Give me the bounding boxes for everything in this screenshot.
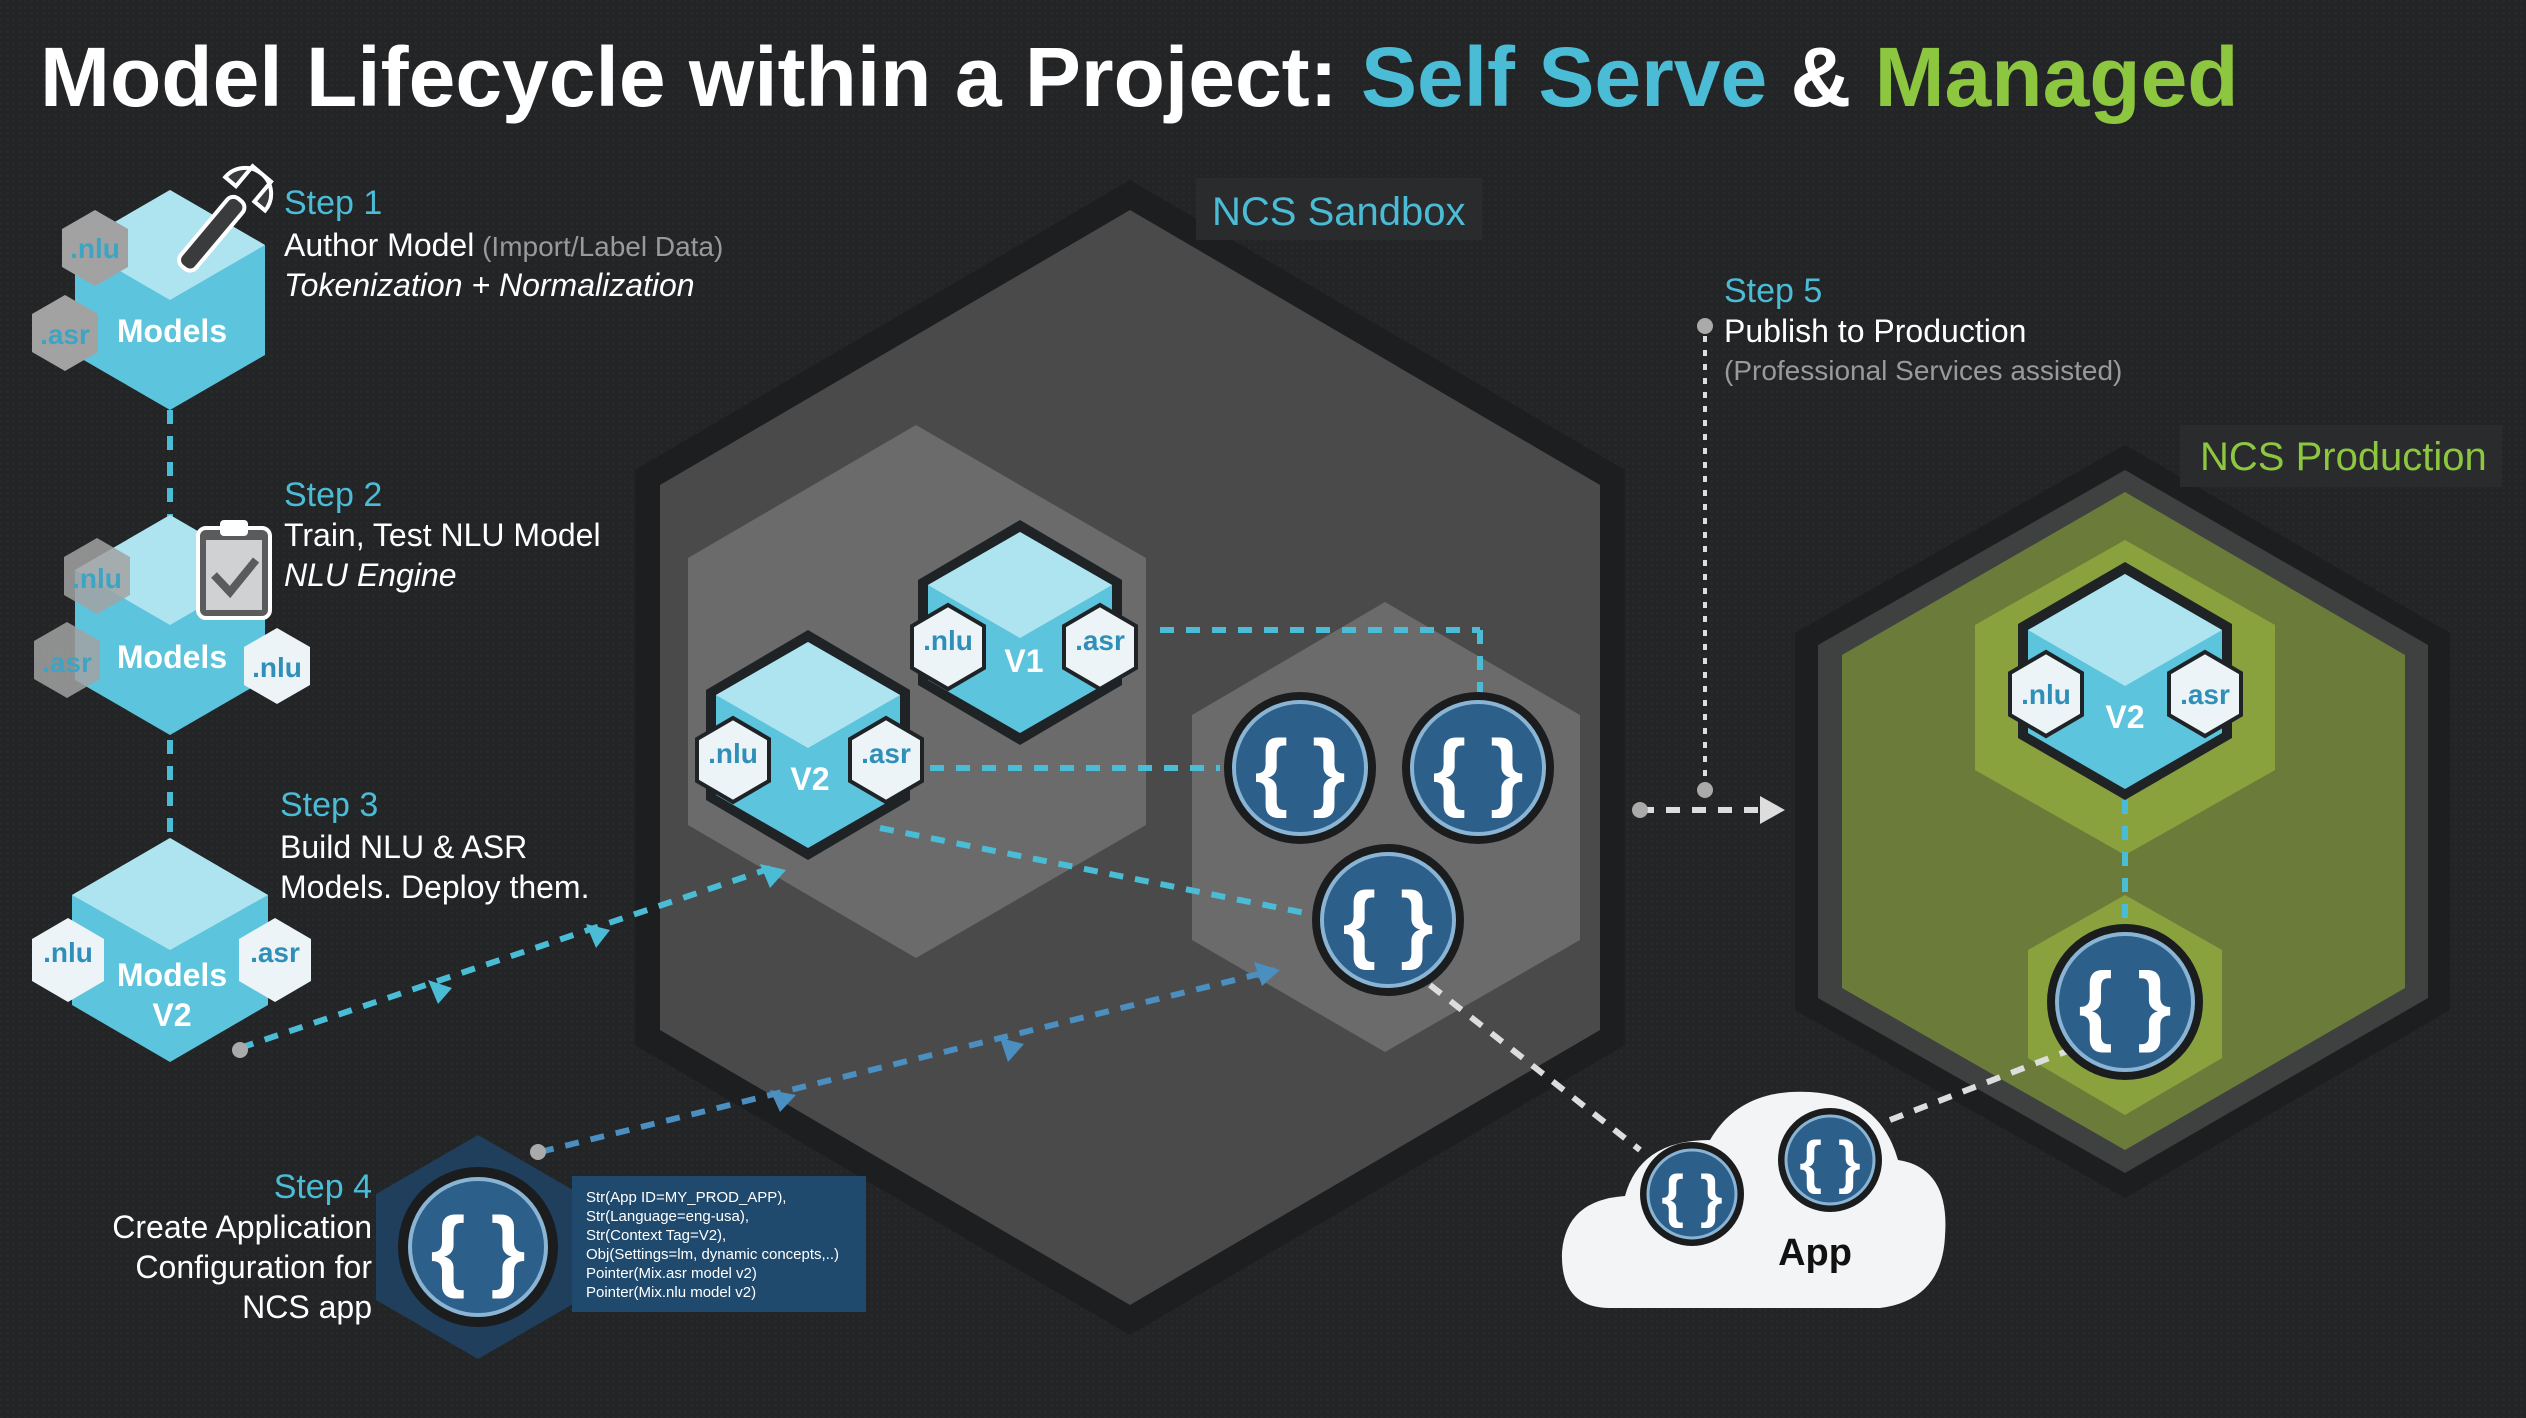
step3-heading: Step 3 <box>280 786 378 824</box>
step2-heading: Step 2 <box>284 476 382 514</box>
sandbox-config-3: { } <box>1312 844 1464 996</box>
cube-version: V1 <box>1004 643 1043 679</box>
badge-asr-text: .asr <box>40 319 90 350</box>
curly-braces-icon: { } <box>2079 954 2172 1053</box>
step5-line2: (Professional Services assisted) <box>1724 355 2122 386</box>
connectors <box>167 318 2128 1160</box>
step1-heading: Step 1 <box>284 184 382 222</box>
step3-models-cube: .nlu .asr Models V2 <box>32 838 311 1062</box>
badge-asr-text: .asr <box>2180 679 2230 710</box>
curly-braces-icon: { } <box>430 1200 525 1300</box>
step5-text: Step 5 Publish to Production (Profession… <box>1724 272 2122 386</box>
production-config: { } <box>2047 924 2203 1080</box>
step4-line1: Create Application <box>112 1209 372 1245</box>
app-label: App <box>1778 1232 1852 1274</box>
badge-asr-text: .asr <box>1075 625 1125 656</box>
step5-line1: Publish to Production <box>1724 313 2026 349</box>
config-line: Str(Context Tag=V2), <box>586 1227 726 1244</box>
cube-label: Models <box>117 313 227 349</box>
curly-braces-icon: { } <box>1255 723 1346 819</box>
curly-braces-icon: { } <box>1343 875 1434 971</box>
cube-version: V2 <box>152 997 191 1033</box>
step3-text: Step 3 Build NLU & ASR Models. Deploy th… <box>280 786 589 905</box>
config-line: Pointer(Mix.asr model v2) <box>586 1265 757 1282</box>
step2-models-cube: .nlu .asr .nlu Models <box>34 515 310 735</box>
page-title: Model Lifecycle within a Project: Self S… <box>40 30 2239 124</box>
step1-text: Step 1 Author Model (Import/Label Data) … <box>284 184 723 303</box>
step1-line1: Author Model (Import/Label Data) <box>284 227 723 263</box>
badge-asr <box>32 295 98 371</box>
config-lines: Str(App ID=MY_PROD_APP), Str(Language=eng… <box>586 1189 839 1301</box>
step1-line2: Tokenization + Normalization <box>284 267 695 303</box>
badge-asr-text: .asr <box>250 937 300 968</box>
badge-nlu <box>62 210 128 286</box>
sandbox-v1-cube: .nlu .asr V1 <box>910 520 1138 745</box>
badge-asr-text: .asr <box>42 647 92 678</box>
step1-models-cube: .nlu .asr Models <box>32 163 274 410</box>
clipboard-check-icon <box>196 520 272 620</box>
badge-asr-text: .asr <box>861 738 911 769</box>
sandbox-label: NCS Sandbox <box>1212 190 1465 234</box>
sandbox-config-2: { } <box>1402 692 1554 844</box>
badge-nlu-text: .nlu <box>923 625 973 656</box>
wrench-icon <box>177 163 274 273</box>
step4-line3: NCS app <box>242 1289 372 1325</box>
sandbox-config-1: { } <box>1224 692 1376 844</box>
cube-label: Models <box>117 639 227 675</box>
config-line: Obj(Settings=lm, dynamic concepts,..) <box>586 1246 839 1263</box>
badge-nlu-text: .nlu <box>708 738 758 769</box>
step3-line1: Build NLU & ASR <box>280 829 527 865</box>
badge-nlu-text: .nlu <box>70 233 120 264</box>
cube-label: Models <box>117 957 227 993</box>
curly-braces-icon: { } <box>1661 1164 1722 1229</box>
app-cloud: { } { } App <box>1561 1091 1946 1308</box>
curly-braces-icon: { } <box>1799 1130 1860 1195</box>
step2-line2: NLU Engine <box>284 557 457 593</box>
config-line: Pointer(Mix.nlu model v2) <box>586 1284 756 1301</box>
step4-text: Step 4 Create Application Configuration … <box>112 1168 372 1325</box>
production-v2-cube: .nlu .asr V2 <box>2008 562 2243 800</box>
production-label: NCS Production <box>2200 435 2487 479</box>
step2-text: Step 2 Train, Test NLU Model NLU Engine <box>284 476 601 593</box>
step5-heading: Step 5 <box>1724 272 1822 310</box>
step4-config-hex: { } Str(App ID=MY_PROD_APP), Str(Language… <box>376 1135 866 1359</box>
badge-nlu-text: .nlu <box>252 652 302 683</box>
config-line: Str(App ID=MY_PROD_APP), <box>586 1189 786 1206</box>
config-box <box>572 1176 866 1312</box>
badge-nlu-text: .nlu <box>43 937 93 968</box>
sandbox-v2-cube: .nlu .asr V2 <box>695 630 924 860</box>
cube-version: V2 <box>2105 699 2144 735</box>
cube-version: V2 <box>790 761 829 797</box>
step2-line1: Train, Test NLU Model <box>284 517 601 553</box>
badge-nlu-text: .nlu <box>2021 679 2071 710</box>
config-line: Str(Language=eng-usa), <box>586 1208 749 1225</box>
step4-heading: Step 4 <box>274 1168 372 1206</box>
step4-line2: Configuration for <box>135 1249 372 1285</box>
curly-braces-icon: { } <box>1433 723 1524 819</box>
badge-nlu-text: .nlu <box>72 563 122 594</box>
step3-line2: Models. Deploy them. <box>280 869 589 905</box>
